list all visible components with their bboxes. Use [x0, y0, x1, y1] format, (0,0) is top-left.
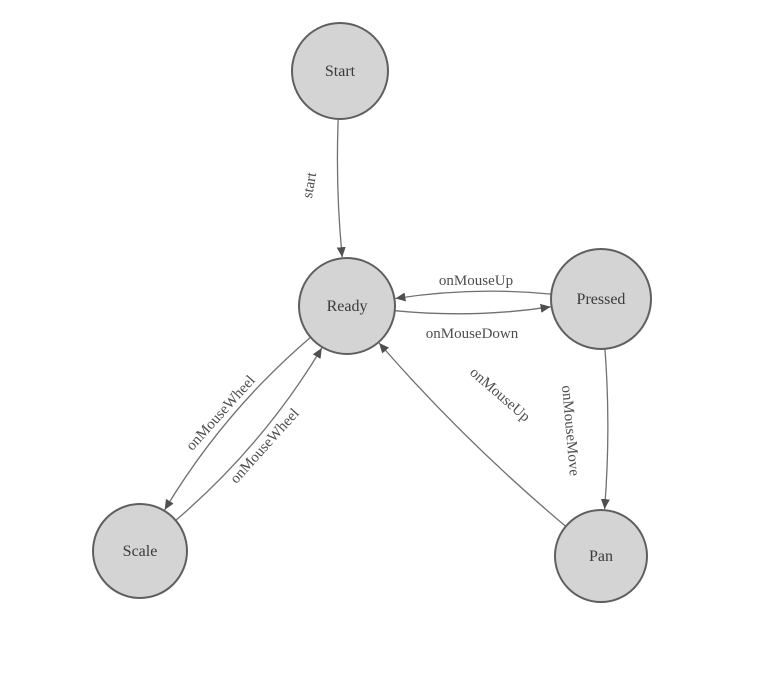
state-node-start[interactable]: Start	[291, 22, 389, 120]
transition-label-pressed-to-pan: onMouseMove	[558, 385, 582, 477]
transition-edge-start-to-ready	[336, 118, 346, 258]
state-node-pressed[interactable]: Pressed	[550, 248, 652, 350]
transition-edge-ready-to-pressed	[394, 303, 551, 315]
transition-edge-pressed-to-pan	[600, 348, 610, 510]
state-label-pressed: Pressed	[577, 291, 626, 308]
state-node-scale[interactable]: Scale	[92, 503, 188, 599]
transition-edge-ready-to-scale	[164, 336, 312, 511]
state-node-pan[interactable]: Pan	[554, 509, 648, 603]
state-label-start: Start	[325, 63, 356, 80]
state-label-ready: Ready	[327, 298, 368, 315]
state-circle-pressed[interactable]	[550, 248, 652, 350]
transition-edge-scale-to-ready	[175, 347, 323, 521]
state-circle-scale[interactable]	[92, 503, 188, 599]
state-circle-pan[interactable]	[554, 509, 648, 603]
state-label-scale: Scale	[123, 543, 158, 560]
transition-label-pan-to-ready: onMouseUp	[466, 365, 532, 426]
state-circle-start[interactable]	[291, 22, 389, 120]
transition-label-ready-to-scale: onMouseWheel	[183, 373, 258, 454]
transition-edge-pan-to-ready	[378, 342, 567, 527]
transition-label-pressed-to-ready: onMouseUp	[439, 273, 513, 289]
transition-label-ready-to-pressed: onMouseDown	[426, 326, 519, 342]
transition-edge-pressed-to-ready	[395, 290, 552, 302]
state-circle-ready[interactable]	[298, 257, 396, 355]
transition-label-start-to-ready: start	[300, 170, 320, 199]
state-label-pan: Pan	[589, 548, 613, 565]
state-node-ready[interactable]: Ready	[298, 257, 396, 355]
transition-label-scale-to-ready: onMouseWheel	[227, 406, 302, 487]
